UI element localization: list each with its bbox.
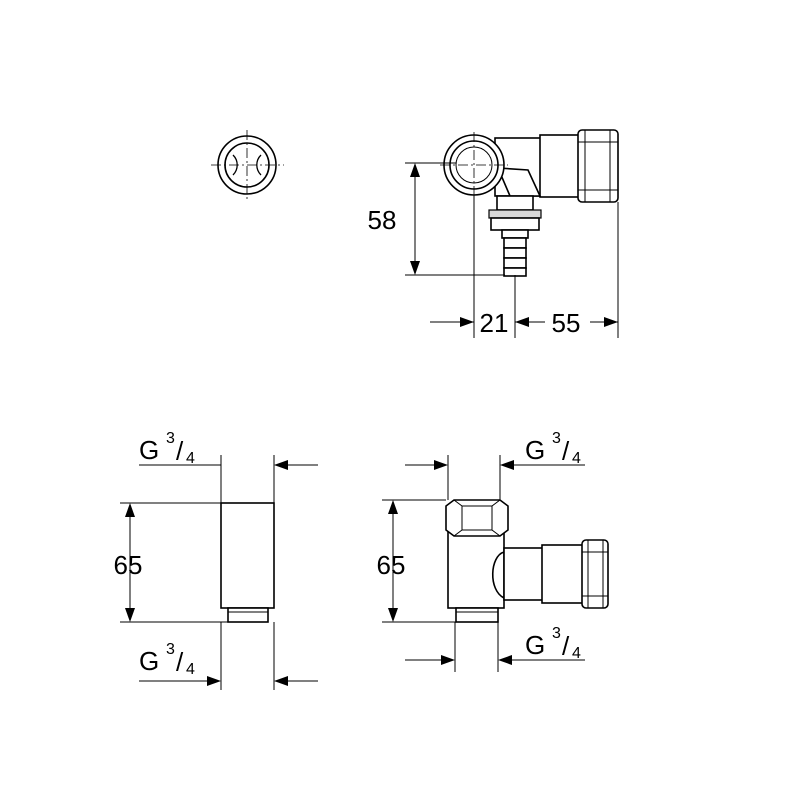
thread-letter: G [525,630,545,660]
dim-65-right: 65 [377,499,456,623]
thread-letter: G [139,435,159,465]
thread-label-br-top: G 3 / 4 [405,430,585,470]
thread-letter: G [139,646,159,676]
thread-denominator: 4 [572,645,581,662]
thread-numerator: 3 [552,430,561,447]
dim-21-label: 21 [480,308,509,338]
side-view-valve [445,455,609,672]
thread-label-br-bottom: G 3 / 4 [405,625,585,665]
thread-denominator: 4 [186,450,195,467]
dim-65-left: 65 [114,502,228,623]
thread-numerator: 3 [166,430,175,447]
front-view-valve [440,129,619,277]
thread-slash: / [176,647,184,677]
thread-numerator: 3 [552,625,561,642]
thread-denominator: 4 [186,661,195,678]
dim-55-label: 55 [552,308,581,338]
thread-slash: / [176,436,184,466]
side-view-extension [220,455,275,690]
dim-65-left-label: 65 [114,550,143,580]
thread-label-bl-top: G 3 / 4 [139,430,318,470]
thread-slash: / [562,436,570,466]
thread-letter: G [525,435,545,465]
front-view-rosette [211,130,284,200]
thread-slash: / [562,631,570,661]
thread-numerator: 3 [166,641,175,658]
thread-denominator: 4 [572,450,581,467]
dim-58-label: 58 [368,205,397,235]
thread-label-bl-bottom: G 3 / 4 [139,641,318,686]
dim-21-55: 21 55 [430,195,619,338]
dim-65-right-label: 65 [377,550,406,580]
dim-58: 58 [368,162,505,276]
